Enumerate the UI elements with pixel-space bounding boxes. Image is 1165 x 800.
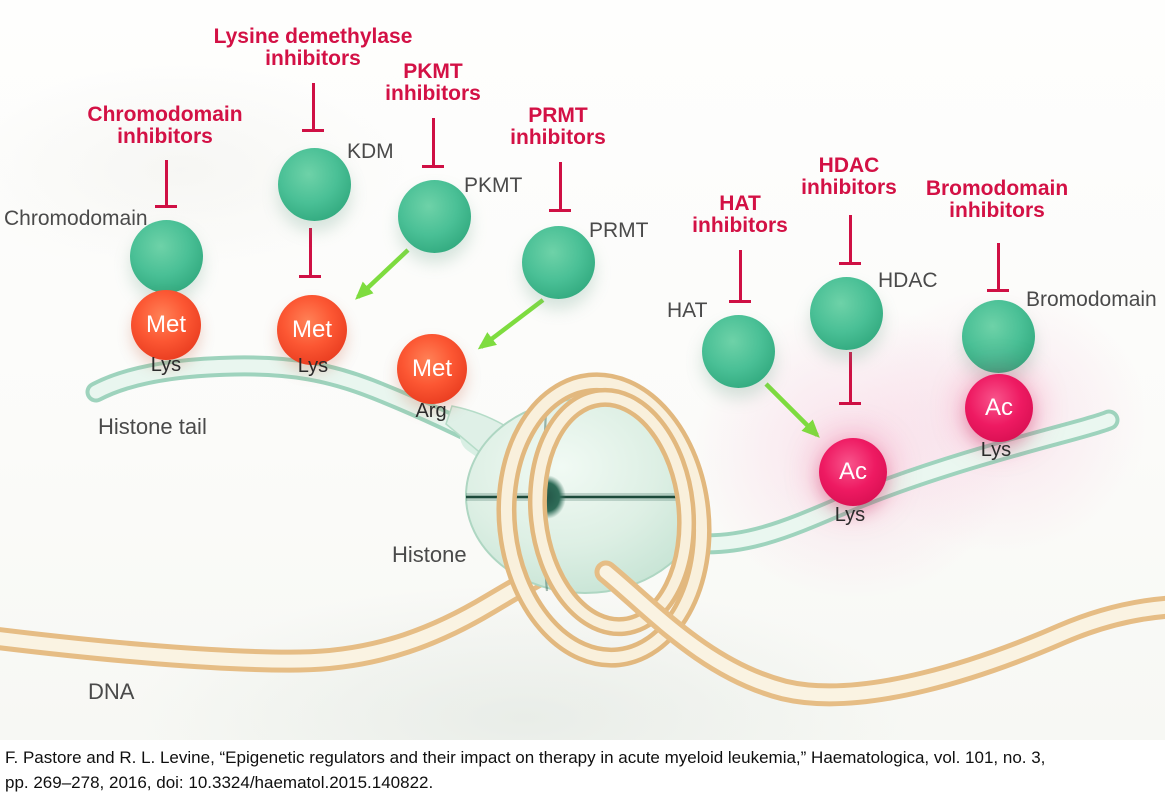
pkmt-catalysis-arrow xyxy=(355,248,410,300)
hat-sphere xyxy=(702,315,775,388)
acetyl-mark-sphere: Ac xyxy=(965,374,1033,442)
hat-label: HAT xyxy=(667,299,708,322)
prmt-inhibition-tbar xyxy=(549,162,571,212)
label-line: inhibitors xyxy=(117,125,213,148)
label-line: Bromodomain xyxy=(925,177,1069,200)
methyl-mark-sphere: Met xyxy=(397,334,467,404)
bromodomain-inhibitors-label: Bromodomain inhibitors xyxy=(847,178,1147,222)
bromodomain-inhibition-tbar xyxy=(987,243,1009,292)
catalysis-arrows xyxy=(355,248,820,438)
chromodomain-inhibition-tbar xyxy=(155,160,177,208)
prmt-label: PRMT xyxy=(589,219,649,242)
label-line: inhibitors xyxy=(510,126,606,149)
histone-tail-right xyxy=(679,409,1120,555)
label-line: PRMT xyxy=(528,104,588,127)
pkmt-sphere xyxy=(398,180,471,253)
figure-citation: F. Pastore and R. L. Levine, “Epigenetic… xyxy=(5,745,1160,795)
hat-catalysis-arrow xyxy=(764,382,820,438)
lysine-residue-label: Lys xyxy=(980,439,1012,461)
hdac-sphere xyxy=(810,277,883,350)
bromodomain-label: Bromodomain xyxy=(1026,288,1157,311)
acetyl-mark-sphere: Ac xyxy=(819,438,887,506)
chromodomain-sphere xyxy=(130,220,203,293)
label-line: HDAC xyxy=(818,154,880,177)
hdac-inhibition-tbar xyxy=(839,215,861,265)
acetyl-mark-text: Ac xyxy=(838,458,867,485)
methyl-mark-text: Met xyxy=(145,311,186,338)
prmt-sphere xyxy=(522,226,595,299)
dna-coil-rings xyxy=(496,372,712,668)
histone-label: Histone xyxy=(392,542,467,567)
methyl-mark-text: Met xyxy=(291,316,332,343)
acetyl-mark-text: Ac xyxy=(984,394,1013,421)
hat-inhibitors-label: HAT inhibitors xyxy=(590,193,890,237)
hdac-label: HDAC xyxy=(878,269,938,292)
structure-artwork xyxy=(0,248,1165,707)
citation-line: F. Pastore and R. L. Levine, “Epigenetic… xyxy=(5,748,1046,767)
kdm-sphere xyxy=(278,148,351,221)
label-line: HAT xyxy=(719,192,761,215)
hdac-deacetylation-tbar xyxy=(839,352,861,405)
dna-strand-right xyxy=(594,560,1165,707)
label-line: inhibitors xyxy=(949,199,1045,222)
methyl-mark-sphere: Met xyxy=(277,295,347,365)
label-line: inhibitors xyxy=(265,47,361,70)
label-line: Chromodomain xyxy=(87,103,243,126)
label-line: PKMT xyxy=(403,60,463,83)
chromodomain-inhibitors-label: Chromodomain inhibitors xyxy=(15,104,315,148)
kdm-demethylation-tbar xyxy=(299,228,321,278)
label-line: inhibitors xyxy=(801,176,897,199)
lysine-residue-label: Lys xyxy=(150,354,182,376)
lysine-demethylase-inhibitors-label: Lysine demethylase inhibitors xyxy=(163,26,463,70)
pkmt-inhibition-tbar xyxy=(422,118,444,168)
hdac-inhibitors-label: HDAC inhibitors xyxy=(699,155,999,199)
kdm-label: KDM xyxy=(347,140,394,163)
prmt-catalysis-arrow xyxy=(477,298,545,350)
lysine-residue-label: Lys xyxy=(834,504,866,526)
bromodomain-sphere xyxy=(962,300,1035,373)
label-line: inhibitors xyxy=(385,82,481,105)
label-line: Lysine demethylase xyxy=(213,25,413,48)
pkmt-label: PKMT xyxy=(464,174,523,197)
hat-inhibition-tbar xyxy=(729,250,751,303)
kdm-inhibition-tbar xyxy=(302,83,324,132)
diagram-canvas: Chromodomain inhibitors Lysine demethyla… xyxy=(0,0,1165,740)
methyl-mark-text: Met xyxy=(411,355,452,382)
citation-line: pp. 269–278, 2016, doi: 10.3324/haematol… xyxy=(5,773,434,792)
lysine-residue-label: Lys xyxy=(297,355,329,377)
chromodomain-label: Chromodomain xyxy=(4,207,148,230)
methyl-mark-sphere: Met xyxy=(131,290,201,360)
arginine-residue-label: Arg xyxy=(415,400,447,422)
histone-tail-label: Histone tail xyxy=(98,414,207,439)
dna-strand-left xyxy=(0,547,584,673)
dna-label: DNA xyxy=(88,679,135,704)
label-line: inhibitors xyxy=(692,214,788,237)
pkmt-inhibitors-label: PKMT inhibitors xyxy=(283,61,583,105)
prmt-inhibitors-label: PRMT inhibitors xyxy=(408,105,708,149)
